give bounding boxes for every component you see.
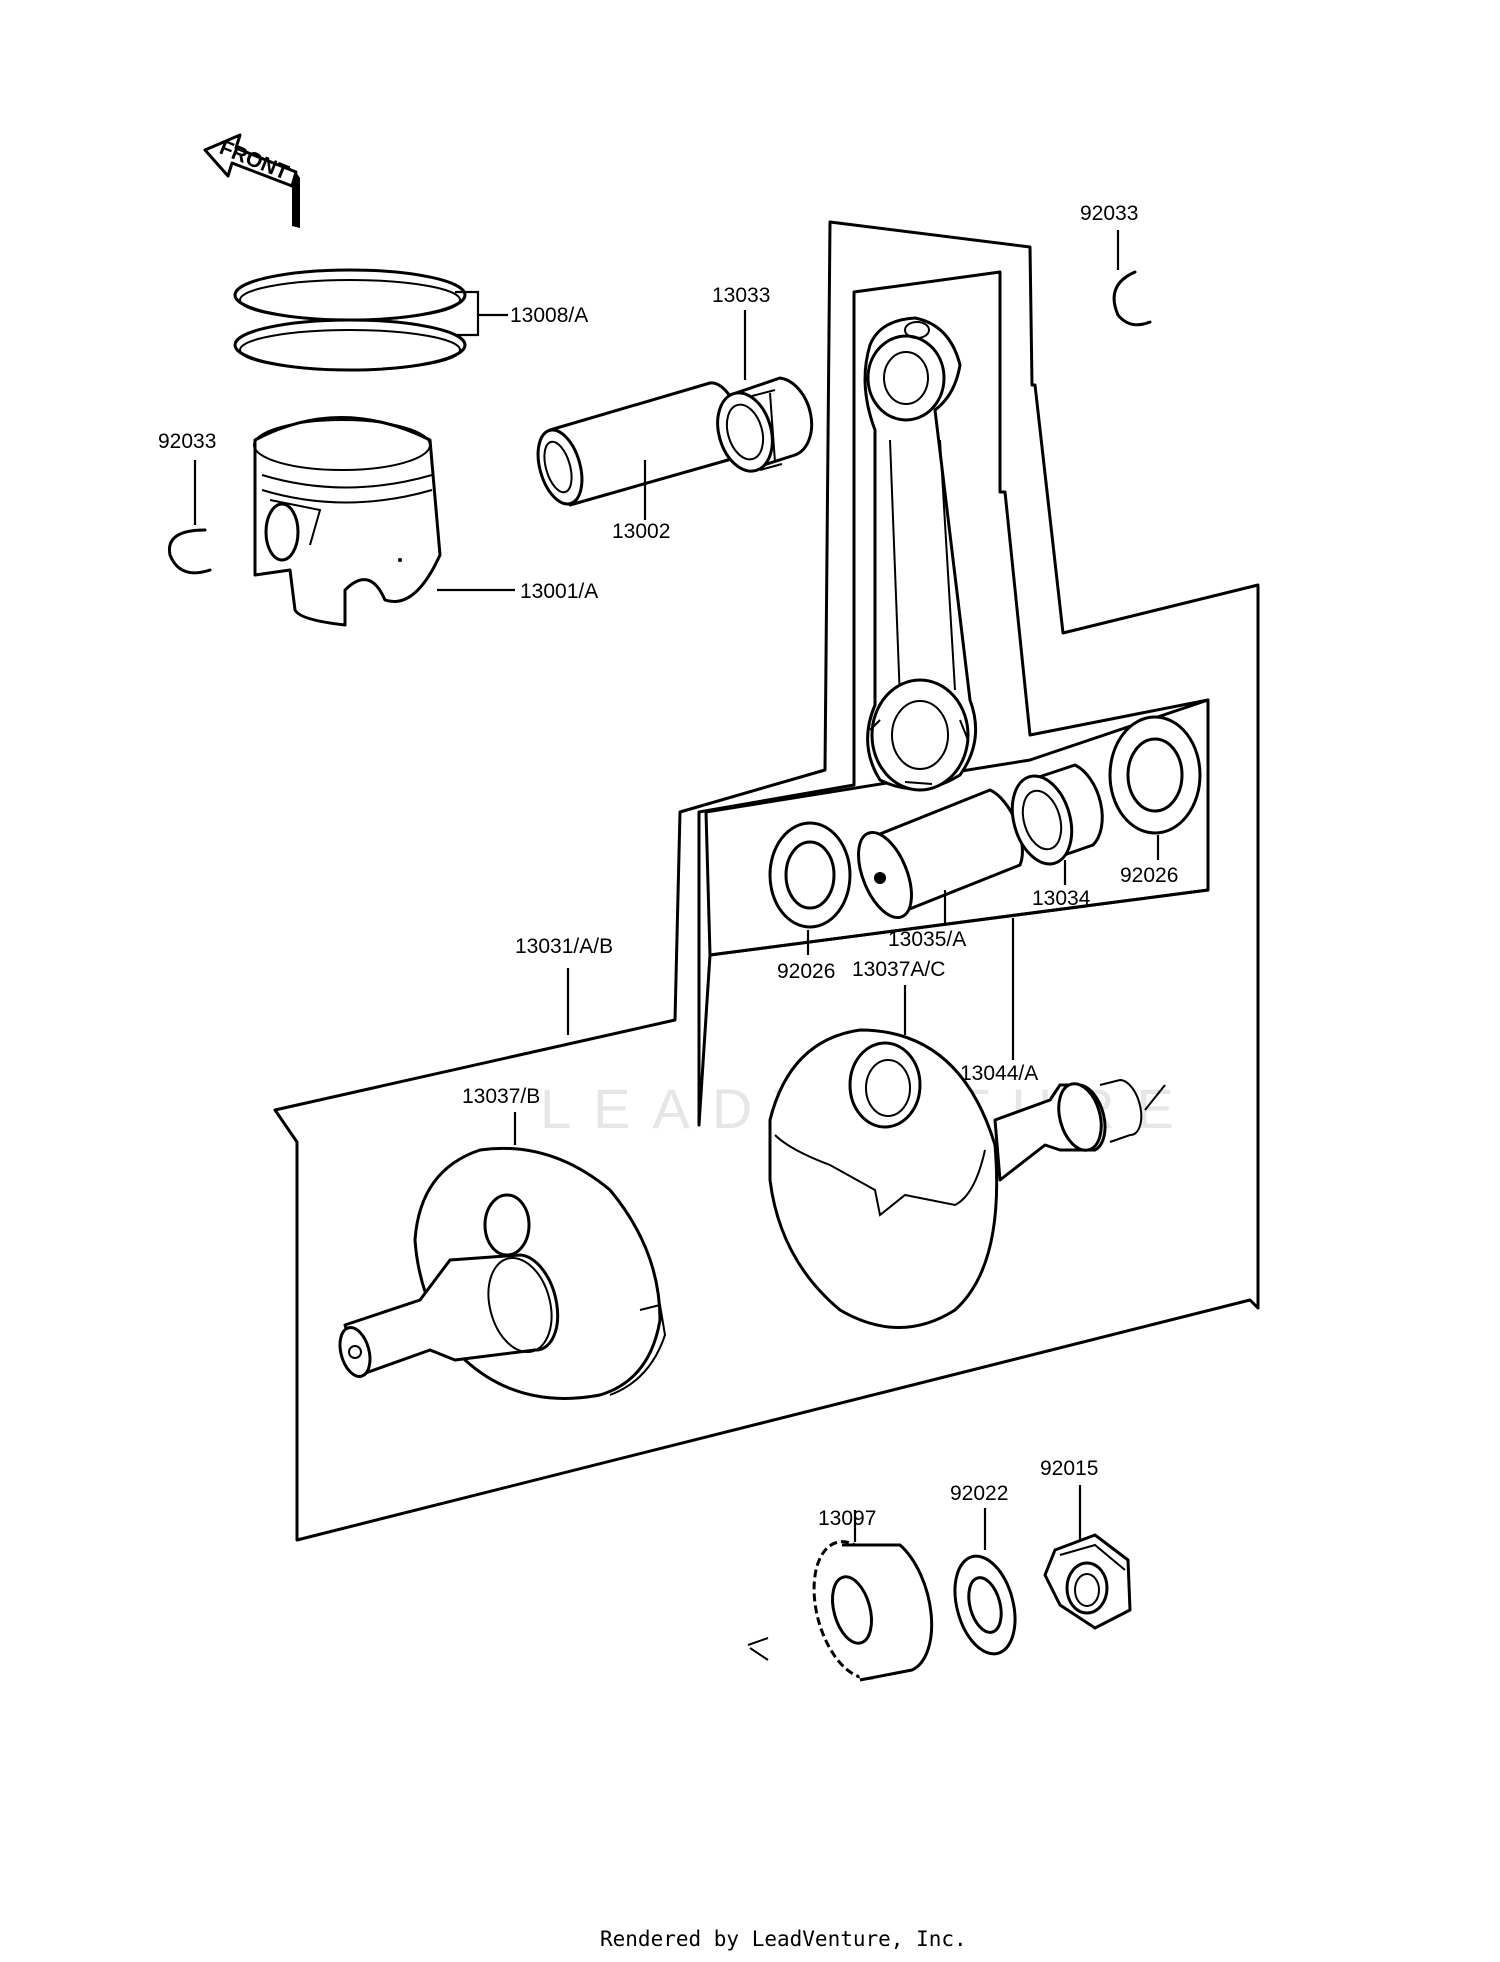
callout-92022: 92022 bbox=[950, 1482, 1008, 1505]
callout-13037b: 13037/B bbox=[462, 1085, 540, 1108]
piston-pin bbox=[536, 381, 744, 507]
callout-92026-right: 92026 bbox=[1120, 864, 1178, 887]
callout-13031: 13031/A/B bbox=[515, 935, 613, 958]
washer bbox=[953, 1554, 1017, 1656]
callout-13037ac: 13037A/C bbox=[852, 958, 945, 981]
crankshaft-half-right bbox=[768, 1028, 1166, 1329]
footer-credit: Rendered by LeadVenture, Inc. bbox=[600, 1927, 967, 1951]
callout-13034: 13034 bbox=[1032, 887, 1091, 910]
piston-rings bbox=[233, 268, 467, 372]
callout-92015: 92015 bbox=[1040, 1457, 1098, 1480]
callout-13044: 13044/A bbox=[960, 1062, 1038, 1085]
front-arrow-icon: FRONT bbox=[203, 133, 300, 228]
callout-13001: 13001/A bbox=[520, 580, 598, 603]
hex-nut bbox=[1043, 1533, 1132, 1630]
crank-pin-bearing-box bbox=[704, 698, 1210, 957]
crankshaft-gear bbox=[747, 1540, 934, 1682]
callout-13035: 13035/A bbox=[888, 928, 966, 951]
callout-92033-left: 92033 bbox=[158, 430, 216, 453]
big-end-needle-bearing bbox=[1010, 763, 1104, 866]
callout-13008: 13008/A bbox=[510, 304, 588, 327]
callout-13033: 13033 bbox=[712, 284, 770, 307]
circlip-right bbox=[1112, 270, 1152, 327]
thrust-washer-right bbox=[1108, 715, 1202, 835]
crankshaft-assembly-outline bbox=[273, 220, 1260, 1542]
thrust-washer-left bbox=[768, 821, 852, 929]
crankshaft-half-left bbox=[338, 1146, 667, 1400]
connecting-rod bbox=[863, 316, 978, 792]
callout-92033-top: 92033 bbox=[1080, 202, 1138, 225]
callout-92026-left: 92026 bbox=[777, 960, 835, 983]
circlip-left bbox=[167, 528, 212, 575]
crank-pin bbox=[857, 788, 1024, 920]
callout-13002: 13002 bbox=[612, 520, 670, 543]
piston bbox=[253, 416, 442, 627]
small-end-needle-bearing bbox=[716, 376, 814, 473]
callout-13097: 13097 bbox=[818, 1507, 876, 1530]
